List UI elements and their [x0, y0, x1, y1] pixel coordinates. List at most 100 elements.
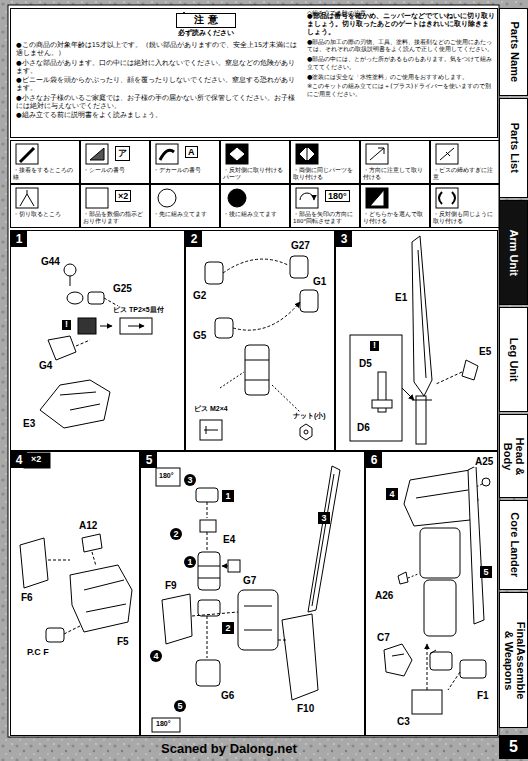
caution-panel-text: ●小さな部品があります。口の中には絶対に入れないでください。窒息などの危険があり…: [16, 59, 301, 75]
caution-panel-text: 注 意: [176, 13, 236, 28]
caution-panel: 注 意必ず読みください ●この商品の対象年齢は15才以上です。（鋭い部品があります…: [10, 8, 498, 138]
part-number: G2: [192, 290, 207, 301]
symbol-key-cell: ア・シールの番号: [80, 140, 150, 184]
order-number-text: 2: [170, 528, 182, 540]
symbol-key-cell: ・反対側も同じように取り付ける: [430, 184, 500, 228]
part-number: F1: [476, 690, 490, 701]
symbol-key-cell: ・先に組み立てます: [150, 184, 220, 228]
section-tab: Core Lander: [499, 500, 528, 590]
caution-mark: !: [62, 320, 71, 330]
part-number: A26: [374, 590, 394, 601]
symbol-caption: ・反対側も同じように取り付ける: [433, 211, 498, 224]
part-number: G44: [40, 256, 61, 267]
caution-panel-text: ※このキットの組み立てには＋(プラス)ドライバーを使いますので別にご用意ください…: [307, 82, 495, 98]
step-reference: 2: [222, 622, 234, 634]
symbol-caption: ・部品を矢印の方向に180°回転させます: [293, 211, 358, 224]
section-tab: Head & Body: [499, 414, 528, 498]
step-panel-text: 6: [366, 452, 382, 468]
order-number: 1: [184, 556, 196, 568]
step-reference-text: 2: [222, 622, 234, 634]
symbol-caption: ・部品を数個の指示どおり作ります: [83, 211, 148, 224]
symbol-key-cell: ・接着をするところの線: [10, 140, 80, 184]
symbol-caption: ・デカールの番号: [153, 167, 218, 174]
symbol-caption: ・シールの番号: [83, 167, 148, 174]
part-number: P.C F: [26, 648, 50, 658]
caution-panel-text: ●部品の中には、とがった所があるものもあります。気をつけて組み立ててください。: [307, 55, 495, 71]
part-number: E3: [22, 418, 36, 429]
order-number-text: 5: [174, 700, 186, 712]
step-reference: 3: [318, 512, 330, 524]
part-number: F10: [296, 703, 315, 714]
screw-spec: ビス M2×4: [193, 405, 229, 413]
step-reference: 4: [386, 488, 398, 500]
symbol-mark: ア: [115, 146, 130, 161]
arm-parts-step1: [40, 264, 152, 428]
symbol-key-cell: ×2・部品を数個の指示どおり作ります: [80, 184, 150, 228]
page-number-text: 5: [499, 735, 528, 759]
caution-mark: !: [370, 341, 379, 351]
part-number: G5: [192, 330, 207, 341]
order-number: 5: [174, 700, 186, 712]
step-panel: 1: [10, 230, 185, 451]
part-number: F5: [116, 636, 130, 647]
section-tab-text: Core Lander: [508, 505, 520, 585]
step-reference: 1: [222, 490, 234, 502]
section-tab-text: Parts List: [508, 103, 520, 193]
order-number: 3: [184, 474, 196, 486]
symbol-caption: ・後に組み立てます: [223, 211, 288, 218]
step-reference-text: 4: [386, 488, 398, 500]
quantity-mark: ×2: [28, 455, 44, 465]
section-tab: Arm Unit: [499, 200, 528, 305]
symbol-caption: ・両側に同じパーツを取り付ける: [293, 167, 358, 180]
part-number: F9: [164, 580, 178, 591]
step-reference-text: 1: [222, 490, 234, 502]
arm-assembly-step5: [152, 466, 340, 732]
caution-panel-text: ●塗装には安全な「水性塗料」のご使用をおすすめします。: [307, 73, 495, 81]
arm-final-step6: [384, 466, 490, 714]
caution-panel-text: ●この商品の対象年齢は15才以上です。（鋭い部品がありますので、安全上15才未満…: [16, 41, 301, 57]
part-number: D5: [358, 358, 373, 369]
section-tab: FinalAssemble & Weapons: [499, 592, 528, 728]
step-panel-text: 3: [336, 231, 352, 247]
symbol-key-cell: ・方向に注意して取り付ける: [360, 140, 430, 184]
part-number: D6: [356, 422, 371, 433]
part-number: G7: [242, 575, 257, 586]
icon-glyphs: [16, 144, 458, 208]
part-number: G6: [220, 690, 235, 701]
part-number: F6: [20, 592, 34, 603]
symbol-mark: 180°: [325, 190, 350, 202]
part-number: E4: [222, 534, 236, 545]
sheet: [8, 5, 499, 737]
sword-step3: [350, 236, 478, 444]
section-tab-text: Arm Unit: [508, 205, 520, 300]
order-number: 4: [150, 650, 162, 662]
part-number: G4: [38, 360, 53, 371]
step-reference: 5: [480, 566, 492, 578]
caution-panel-text: 必ず読みください: [111, 29, 301, 38]
step-panel: 531321245: [140, 451, 365, 736]
part-number: G25: [112, 283, 133, 294]
step-reference-text: 3: [318, 512, 330, 524]
caution-panel-text: ●小さなお子様のいるご家庭では、お子様の手の届かない所で保管してください。お子様…: [16, 94, 301, 110]
part-number: E5: [478, 346, 492, 357]
part-number: G1: [312, 276, 327, 287]
caution-panel-text: ●部品の加工の際の刃物、工具、塗料、接着剤などのご使用にあたっては、それぞれの取…: [307, 38, 495, 54]
caution-panel-text: ●部品は番号を確かめ、ニッパーなどでていねいに切り取りましょう。切り取ったあとの…: [307, 12, 495, 36]
symbol-key-cell: ・ビスの締めすぎに注意: [430, 140, 500, 184]
page-number: 5: [499, 735, 528, 759]
part-number: E1: [394, 292, 408, 303]
symbol-key-cell: ・反対側に取り付けるパーツ: [220, 140, 290, 184]
step-reference-text: 5: [480, 566, 492, 578]
screw-spec: ビス TP2×5皿付: [112, 306, 165, 314]
symbol-key-cell: ・後に組み立てます: [220, 184, 290, 228]
symbol-caption: ・ビスの締めすぎに注意: [433, 167, 498, 180]
part-number: A12: [78, 520, 98, 531]
step-panel: 3: [335, 230, 498, 451]
part-number: C7: [376, 632, 391, 643]
section-tab: Parts Name: [499, 8, 528, 96]
symbol-caption: ・接着をするところの線: [13, 167, 78, 180]
shoulder-armor-step4: [20, 453, 132, 642]
section-tab-text: FinalAssemble & Weapons: [502, 616, 525, 704]
section-tab-text: Parts Name: [508, 12, 520, 92]
